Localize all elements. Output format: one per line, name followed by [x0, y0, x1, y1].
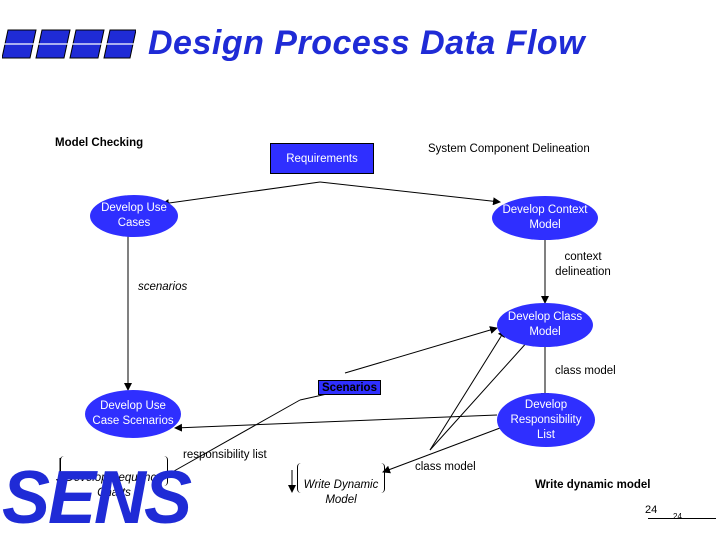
edge-class-to-write [429, 329, 506, 451]
label-system-component-delineation: System Component Delineation [428, 143, 590, 155]
node-develop-sequence-charts-label: Develop Sequence Charts [65, 472, 163, 499]
node-develop-context-model: Develop Context Model [492, 196, 598, 240]
label-responsibility-list: responsibility list [183, 449, 267, 461]
node-develop-class-model: Develop Class Model [497, 303, 593, 347]
footer-line [648, 518, 716, 519]
label-class-model-lower: class model [415, 461, 476, 473]
label-context-delineation: context delineation [555, 251, 611, 278]
label-class-model-upper: class model [555, 365, 616, 377]
node-develop-use-cases: Develop Use Cases [90, 195, 178, 237]
page-number-small: 24 [673, 512, 682, 521]
edge-scenariosbox-to-class [344, 326, 498, 374]
node-develop-sequence-charts: Develop Sequence Charts [60, 456, 168, 499]
label-write-dynamic-model: Write dynamic model [535, 479, 651, 491]
node-scenarios-box: Scenarios [318, 380, 381, 395]
edge-class-to-resp [429, 329, 539, 451]
node-develop-use-case-scenarios: Develop Use Case Scenarios [85, 390, 181, 438]
edge-seq-to-resp [166, 399, 301, 476]
node-requirements: Requirements [270, 143, 374, 174]
node-develop-use-cases-label: Develop Use Cases [101, 202, 167, 229]
node-develop-responsibility-list-label: Develop Responsibility List [510, 398, 582, 441]
node-write-dynamic-model-label: Write Dynamic Model [303, 479, 379, 506]
sens-logo: SENS [2, 456, 192, 540]
node-requirements-label: Requirements [286, 152, 358, 165]
edge-resp-to-usecasescen [174, 414, 498, 432]
edge-resp-to-write [382, 427, 501, 474]
label-model-checking: Model Checking [55, 137, 144, 149]
node-develop-responsibility-list: Develop Responsibility List [497, 393, 595, 447]
edge-requirements-to-context [319, 181, 501, 206]
edge-requirements-to-use-cases [161, 181, 321, 207]
page-title: Design Process Data Flow [148, 24, 586, 62]
node-write-dynamic-model: Write Dynamic Model [297, 463, 385, 506]
node-develop-use-case-scenarios-label: Develop Use Case Scenarios [92, 400, 174, 427]
logo-bars-icon [2, 29, 136, 59]
node-scenarios-box-label: Scenarios [322, 381, 377, 394]
node-develop-context-model-label: Develop Context Model [502, 204, 588, 231]
node-develop-class-model-label: Develop Class Model [507, 311, 583, 338]
label-scenarios: scenarios [138, 281, 188, 293]
page-number: 24 [645, 504, 658, 516]
